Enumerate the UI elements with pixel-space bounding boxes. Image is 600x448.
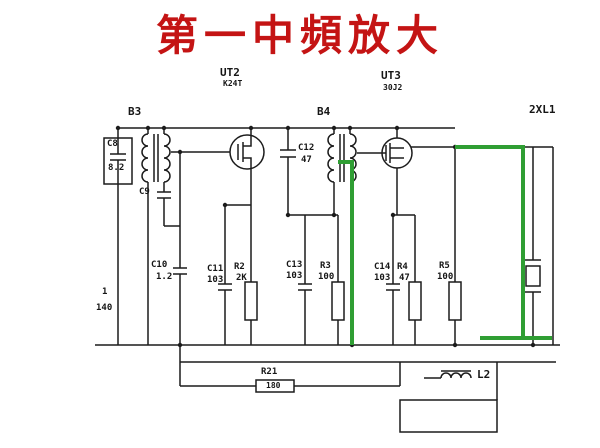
capacitor-c14 (386, 215, 400, 345)
capacitor-c8 (110, 128, 126, 345)
label-r5-val: 100 (437, 272, 454, 282)
highlight-path-right (455, 145, 525, 338)
resistor-r5 (448, 281, 462, 321)
capacitor-c10 (173, 152, 187, 345)
label-ut3: UT3 (381, 69, 401, 82)
label-c13: C13 (286, 260, 303, 270)
transistor-ut3 (381, 128, 455, 215)
label-l2: L2 (477, 368, 491, 381)
capacitor-c9 (157, 182, 180, 227)
label-c10: C10 (151, 260, 168, 270)
label-2xl1: 2XL1 (529, 103, 556, 116)
page-title: 第一中頻放大 (155, 11, 444, 60)
capacitor-c13 (298, 215, 312, 345)
label-c11: C11 (207, 264, 224, 274)
label-edge-a: 1 (102, 287, 108, 297)
label-r3-val: 100 (318, 272, 335, 282)
resistor-r4 (408, 281, 422, 321)
label-c14: C14 (374, 262, 391, 272)
crystal-2xl1 (525, 147, 541, 345)
resistor-r2 (244, 281, 258, 321)
label-c8-val: 8.2 (108, 163, 125, 173)
capacitor-c12 (280, 128, 296, 215)
highlight-path-center (338, 160, 354, 345)
resistor-r3 (331, 281, 345, 321)
inductor-l2 (424, 370, 472, 379)
label-ut2-part: K24T (223, 79, 243, 88)
transistor-ut2 (229, 128, 265, 205)
label-r5: R5 (439, 261, 450, 271)
label-r4: R4 (397, 262, 408, 272)
label-r21: R21 (261, 367, 278, 377)
label-r4-val: 47 (399, 273, 410, 283)
label-c9: C9 (139, 187, 150, 197)
label-c12: C12 (298, 143, 315, 153)
highlighted-wires (338, 145, 552, 345)
label-r3: R3 (320, 261, 331, 271)
label-ut3-part: 30J2 (383, 83, 403, 92)
label-c11-val: 103 (207, 275, 224, 285)
label-ut2: UT2 (220, 66, 240, 79)
label-c14-val: 103 (374, 273, 391, 283)
label-r21-val: 180 (266, 381, 281, 390)
label-r2: R2 (234, 262, 245, 272)
label-r2-val: 2K (236, 273, 247, 283)
label-edge-b: 140 (96, 303, 113, 313)
junction-dots (115, 125, 536, 348)
label-c8: C8 (107, 139, 118, 149)
transformer-b3 (141, 128, 171, 345)
label-c10-val: 1.2 (156, 272, 173, 282)
label-b3: B3 (128, 105, 142, 118)
transformer-b4 (327, 128, 357, 215)
bottom-right-block (399, 399, 498, 433)
label-c13-val: 103 (286, 271, 303, 281)
label-c12-val: 47 (301, 155, 312, 165)
label-b4: B4 (317, 105, 331, 118)
capacitor-c11 (218, 205, 232, 345)
